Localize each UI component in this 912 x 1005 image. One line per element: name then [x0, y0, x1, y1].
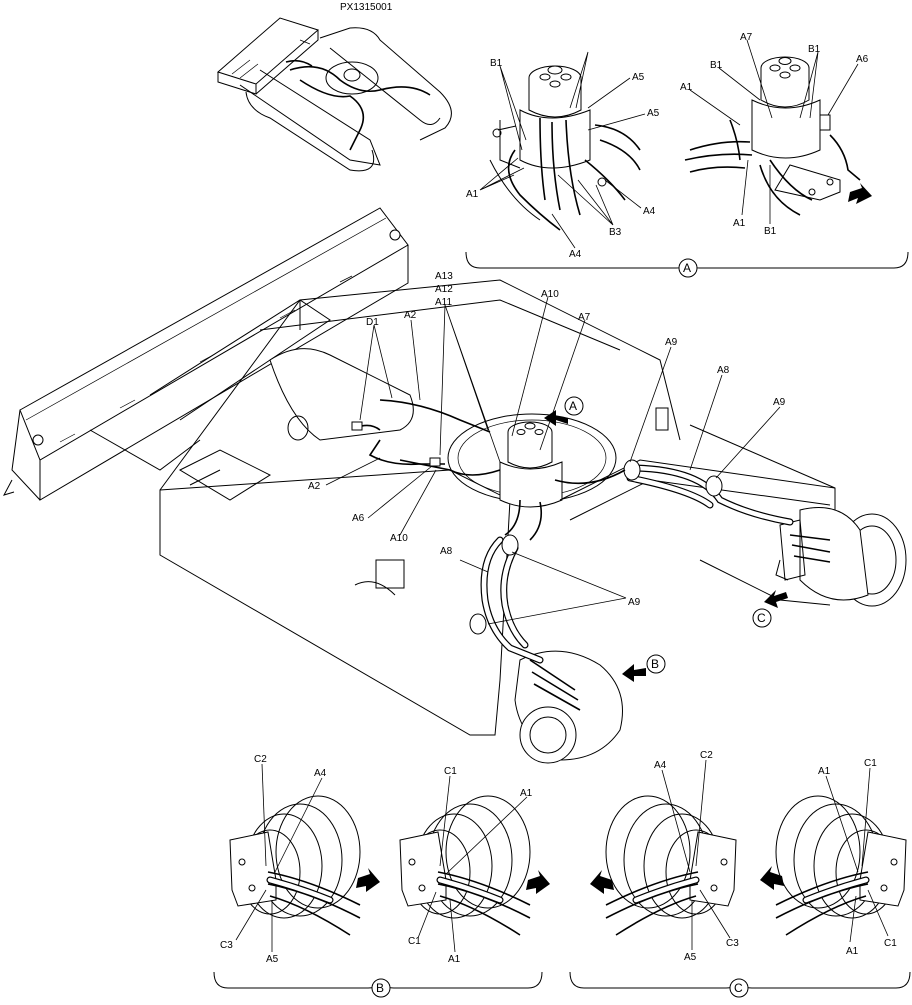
label-a1: A1 — [448, 954, 461, 965]
label-c1: C1 — [444, 766, 457, 777]
label-a13: A13 — [435, 271, 453, 282]
label-a9: A9 — [665, 337, 678, 348]
label-a4: A4 — [643, 206, 656, 217]
label-c3: C3 — [220, 940, 233, 951]
label-d1: D1 — [366, 317, 379, 328]
main-marker-c-letter: C — [757, 611, 766, 625]
label-a2: A2 — [404, 310, 417, 321]
label-a6: A6 — [856, 54, 869, 65]
figure-id: PX1315001 — [340, 2, 393, 13]
overview-thumbnail — [216, 17, 452, 172]
label-c2: C2 — [700, 750, 713, 761]
detail-b-marker-letter: B — [376, 981, 384, 995]
label-c1: C1 — [884, 938, 897, 949]
label-b1: B1 — [764, 226, 777, 237]
label-b1: B1 — [490, 58, 503, 69]
detail-b-marker-circle — [371, 978, 391, 998]
label-c2: C2 — [254, 754, 267, 765]
detail-b-bracket: B — [213, 971, 543, 998]
detail-c-view-1: A4 C2 A5 C3 — [590, 750, 739, 963]
label-a1: A1 — [466, 189, 479, 200]
label-b3: B3 — [609, 227, 622, 238]
detail-c-marker-circle — [729, 978, 749, 998]
detail-c-view-2: A1 C1 A1 C1 — [760, 758, 907, 957]
label-a7: A7 — [578, 312, 591, 323]
label-c3: C3 — [726, 938, 739, 949]
label-b1: B1 — [808, 44, 821, 55]
detail-a-marker-letter: A — [683, 261, 691, 275]
label-a4: A4 — [654, 760, 667, 771]
label-c1: C1 — [408, 936, 421, 947]
label-a1: A1 — [733, 218, 746, 229]
label-a12: A12 — [435, 284, 453, 295]
detail-a-right-view: A7 B1 B1 A6 A1 A1 B1 — [680, 32, 872, 237]
detail-c-bracket: C — [569, 971, 911, 998]
label-a10: A10 — [390, 533, 408, 544]
main-marker-b-circle — [646, 654, 666, 674]
label-a9: A9 — [773, 397, 786, 408]
label-a5: A5 — [647, 108, 660, 119]
label-a5: A5 — [632, 72, 645, 83]
main-marker-c-circle — [752, 608, 772, 628]
label-a4: A4 — [569, 249, 582, 260]
label-a1: A1 — [846, 946, 859, 957]
label-a10: A10 — [541, 289, 559, 300]
main-marker-a-letter: A — [569, 399, 577, 413]
label-a8: A8 — [717, 365, 730, 376]
main-marker-a-circle — [564, 396, 584, 416]
detail-a-marker-circle — [678, 258, 698, 278]
detail-a-left-view: B1 A5 A5 A1 A4 B3 A4 — [466, 51, 660, 260]
label-a5: A5 — [266, 954, 279, 965]
label-a4: A4 — [314, 768, 327, 779]
label-a2: A2 — [308, 481, 321, 492]
detail-c-marker-letter: C — [734, 981, 743, 995]
label-a11: A11 — [435, 297, 452, 308]
label-a6: A6 — [352, 513, 365, 524]
main-marker-b-letter: B — [651, 657, 659, 671]
label-a7: A7 — [740, 32, 753, 43]
label-a5: A5 — [684, 952, 697, 963]
label-a9: A9 — [628, 597, 641, 608]
label-b1: B1 — [710, 60, 723, 71]
detail-a-bracket: A — [465, 251, 909, 278]
detail-b-view-2: C1 A1 C1 A1 — [399, 766, 550, 965]
main-undercarriage-view: A C B A13 A12 A11 A10 A7 D1 A2 A9 A8 A9 … — [2, 207, 907, 764]
label-a1: A1 — [520, 788, 533, 799]
label-a1: A1 — [818, 766, 831, 777]
label-c1: C1 — [864, 758, 877, 769]
label-a1: A1 — [680, 82, 693, 93]
detail-b-view-1: C2 A4 C3 A5 — [220, 754, 380, 965]
label-a8: A8 — [440, 546, 453, 557]
